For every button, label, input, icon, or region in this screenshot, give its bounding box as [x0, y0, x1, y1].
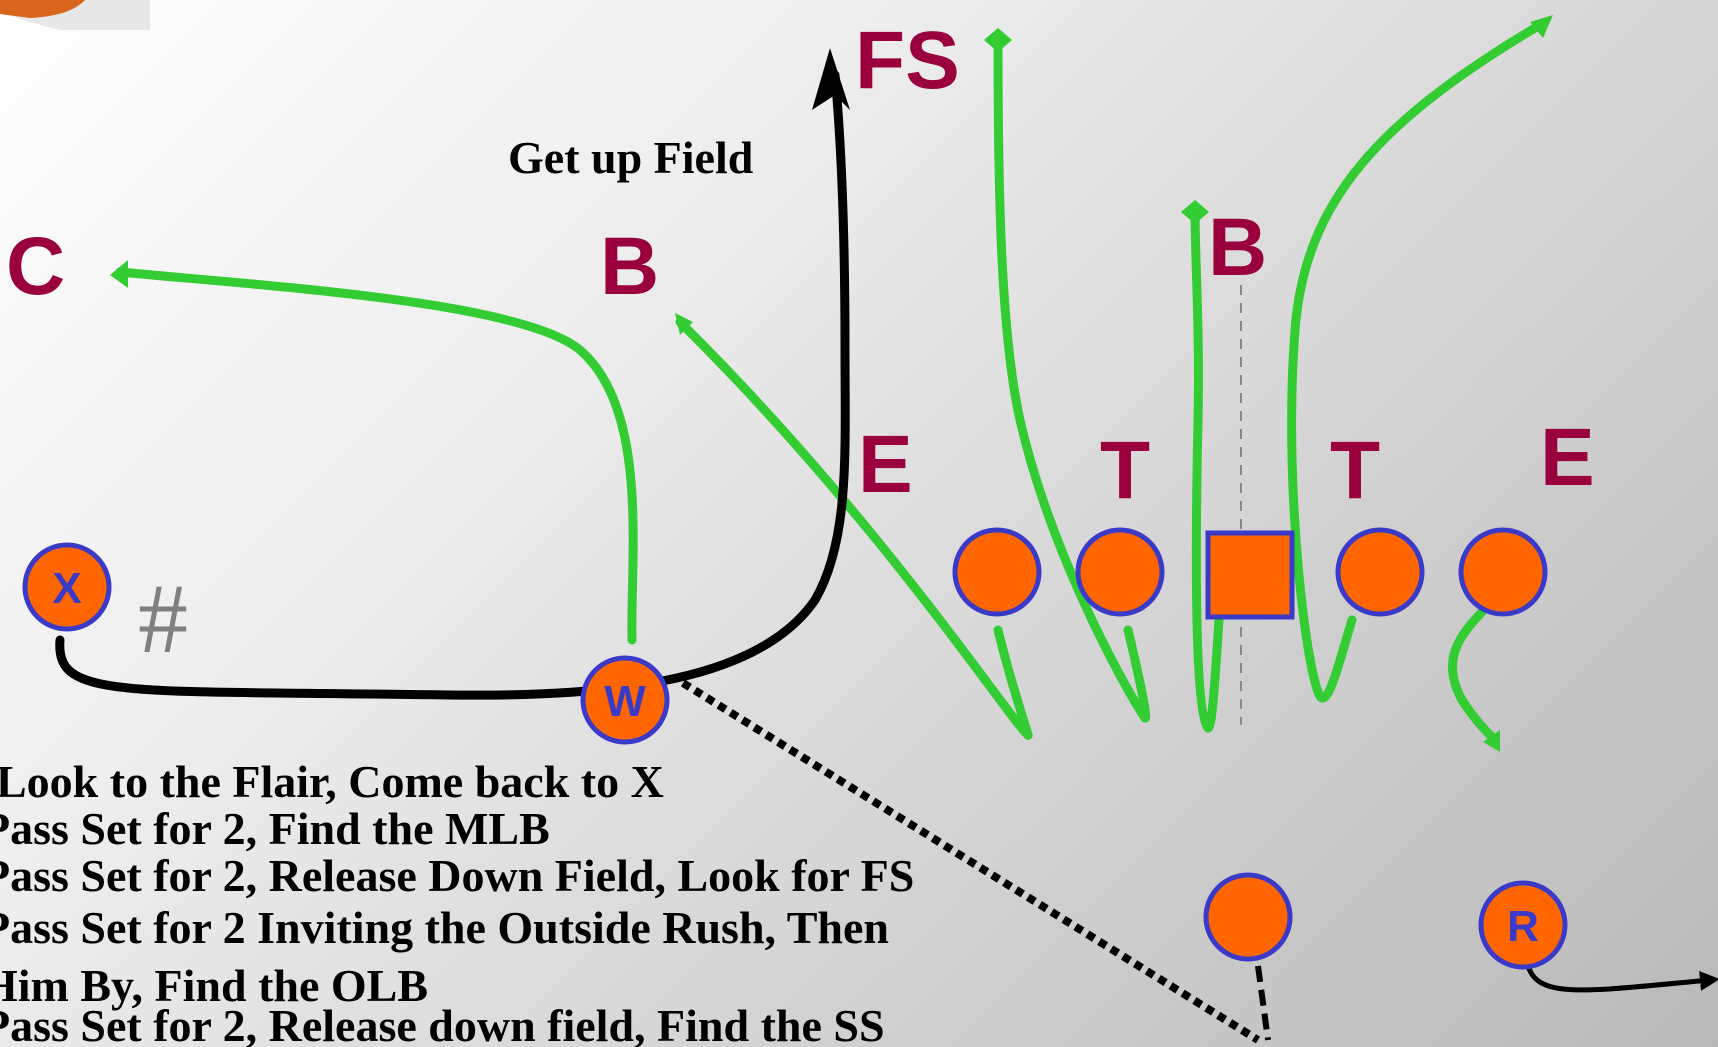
quarterback[interactable] — [1203, 872, 1293, 962]
defender-c: C — [6, 221, 65, 312]
player-w-label: W — [604, 677, 646, 726]
right-guard[interactable] — [1335, 527, 1425, 617]
player-x[interactable] — [22, 542, 112, 632]
player-r-label: R — [1507, 902, 1539, 951]
route-rt-release — [1287, 20, 1545, 703]
defender-e-right: E — [1540, 412, 1595, 503]
defender-b-right: B — [1208, 202, 1267, 293]
hash-mark: # — [138, 563, 188, 674]
defender-fs: FS — [855, 15, 960, 106]
annotation-get-up-field: Get up Field — [508, 132, 754, 183]
blocking-routes — [110, 15, 1553, 752]
note-2: Pass Set for 2, Find the MLB — [0, 803, 550, 854]
route-re-block — [1448, 607, 1498, 743]
route-arrowhead-icon — [812, 48, 850, 110]
right-tackle[interactable] — [1458, 527, 1548, 617]
left-guard[interactable] — [1075, 527, 1165, 617]
center[interactable] — [1205, 530, 1295, 620]
coaching-notes: Look to the Flair, Come back to X Pass S… — [0, 756, 914, 1047]
football-fragment — [0, 0, 85, 18]
note-5: Him By, Find the OLB — [0, 960, 428, 1011]
note-4: Pass Set for 2 Inviting the Outside Rush… — [0, 902, 889, 953]
defender-e-left: E — [858, 419, 913, 510]
note-6: Pass Set for 2, Release down field, Find… — [0, 1000, 885, 1047]
route-flair — [115, 267, 638, 645]
defender-b-left: B — [600, 221, 659, 312]
offense: X W R — [22, 527, 1568, 970]
route-lt-block — [675, 317, 1033, 740]
route-r-swing — [1524, 961, 1718, 993]
route-c-release — [1190, 205, 1224, 733]
defender-t-left: T — [1100, 425, 1150, 516]
player-x-label: X — [52, 564, 81, 613]
route-lg-release — [993, 35, 1151, 723]
defender-t-right: T — [1330, 425, 1380, 516]
route-back-dashed — [1255, 965, 1271, 1041]
route-get-up-field — [55, 70, 850, 700]
route-w-dotted — [680, 679, 1261, 1044]
defense: FS C B B E T T E — [6, 15, 1595, 516]
note-3: Pass Set for 2, Release Down Field, Look… — [0, 850, 914, 901]
left-tackle[interactable] — [952, 527, 1042, 617]
note-1: Look to the Flair, Come back to X — [0, 756, 664, 807]
player-r[interactable] — [1478, 880, 1568, 970]
player-w[interactable] — [580, 655, 670, 745]
